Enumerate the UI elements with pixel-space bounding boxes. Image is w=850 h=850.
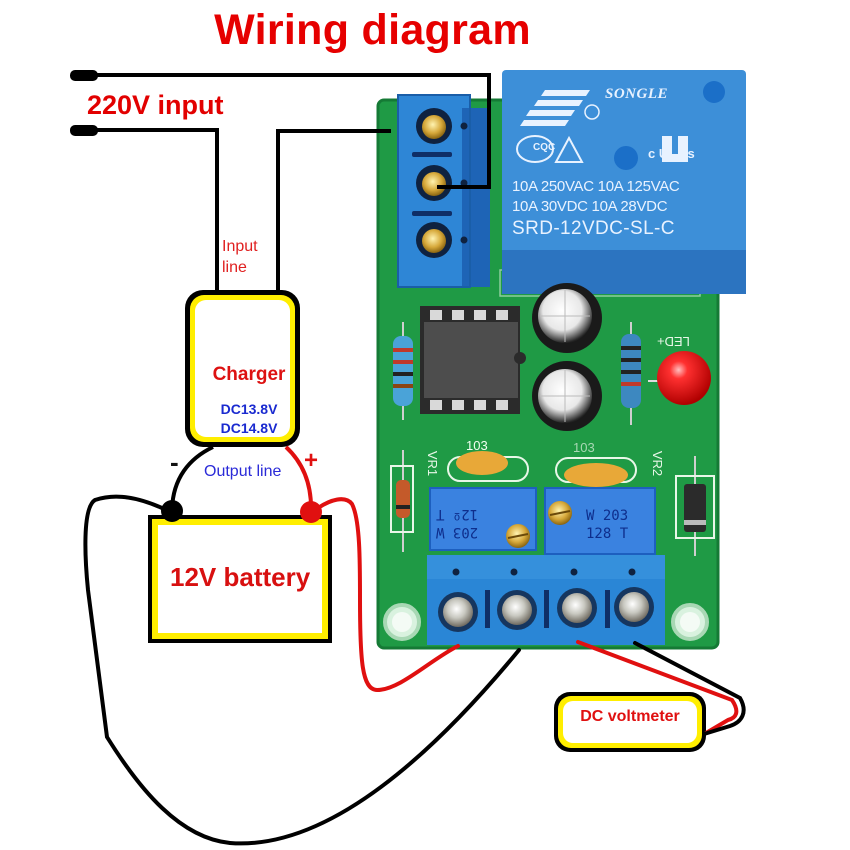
terminal-screw[interactable] bbox=[557, 588, 597, 628]
terminal-screw[interactable] bbox=[416, 108, 452, 144]
ul-mark-icon bbox=[662, 136, 688, 162]
voltmeter-wires bbox=[576, 640, 746, 736]
diagram-title: Wiring diagram bbox=[214, 6, 531, 54]
ic-chip bbox=[420, 306, 526, 414]
terminal-screw[interactable] bbox=[416, 222, 452, 258]
input-terminal-block bbox=[397, 94, 490, 288]
vr1-text-1: 12º T bbox=[436, 506, 479, 522]
ac-input-wires bbox=[88, 73, 491, 290]
diode bbox=[675, 456, 715, 556]
songle-logo-icon bbox=[520, 90, 600, 126]
charger-voltage-1: DC13.8V bbox=[220, 401, 278, 417]
battery-negative-terminal bbox=[161, 500, 183, 522]
terminal-screw[interactable] bbox=[614, 587, 654, 627]
charger-label: Charger bbox=[212, 364, 286, 385]
relay-hole bbox=[703, 81, 725, 103]
ac-wire-bottom bbox=[88, 128, 219, 290]
terminal-screw[interactable] bbox=[438, 592, 478, 632]
resistor bbox=[393, 322, 413, 420]
input-line-label: Input line bbox=[222, 236, 258, 278]
relay-brand: SONGLE bbox=[605, 86, 669, 102]
ac-plug-icon bbox=[70, 70, 98, 136]
warning-triangle-icon bbox=[554, 135, 584, 163]
ceramic-capacitor bbox=[555, 457, 637, 487]
battery-negative-to-board-wire bbox=[83, 494, 521, 846]
cqc-mark-icon bbox=[516, 135, 554, 163]
potentiometer-vr1[interactable] bbox=[429, 487, 537, 551]
battery-to-board-wires bbox=[83, 494, 521, 846]
mounting-hole bbox=[671, 603, 709, 641]
charger-input-wire bbox=[276, 129, 391, 290]
ac-input-label: 220V input bbox=[87, 90, 224, 120]
vr2-text-1: W 203 bbox=[586, 508, 629, 524]
silk-vr1-label: VR1 bbox=[425, 450, 441, 477]
input-line-label-line2: line bbox=[222, 259, 247, 276]
vr1-text-2: 203 W bbox=[436, 524, 479, 540]
terminal-screw[interactable] bbox=[497, 590, 537, 630]
output-terminal-block bbox=[427, 555, 665, 645]
silk-vr2-label: VR2 bbox=[650, 450, 666, 477]
negative-sign: - bbox=[170, 447, 179, 477]
voltmeter-label: DC voltmeter bbox=[580, 708, 680, 725]
output-line-label: Output line bbox=[204, 463, 282, 480]
silk-103-label: 103 bbox=[466, 438, 488, 453]
vr2-text-2: 128 T bbox=[586, 526, 629, 542]
capacitor bbox=[532, 283, 602, 353]
relay-ul-text: c UL us bbox=[648, 146, 695, 161]
diode bbox=[390, 450, 414, 552]
resistor bbox=[621, 322, 641, 425]
relay-cqc-text: CQC bbox=[533, 142, 556, 153]
relay-hole bbox=[614, 146, 638, 170]
charger-voltage-2: DC14.8V bbox=[220, 420, 278, 436]
silk-103-label: 103 bbox=[573, 440, 595, 455]
relay-model: SRD-12VDC-SL-C bbox=[512, 218, 675, 239]
positive-sign: + bbox=[304, 447, 319, 474]
relay-rating-2: 10A 30VDC 10A 28VDC bbox=[512, 198, 668, 215]
charger-box bbox=[185, 290, 300, 447]
battery-box bbox=[148, 515, 332, 643]
led bbox=[648, 351, 711, 405]
ac-wire-top bbox=[88, 73, 491, 189]
voltmeter-box bbox=[554, 692, 706, 752]
capacitor bbox=[532, 361, 602, 431]
relay bbox=[502, 70, 746, 294]
terminal-screw[interactable] bbox=[416, 165, 452, 201]
relay-rating-1: 10A 250VAC 10A 125VAC bbox=[512, 178, 680, 195]
potentiometer-vr2[interactable] bbox=[544, 487, 656, 555]
voltmeter-positive-wire bbox=[576, 640, 739, 735]
battery-positive-to-board-wire bbox=[316, 497, 460, 693]
battery-positive-terminal bbox=[300, 501, 322, 523]
voltmeter-negative-wire bbox=[633, 641, 746, 736]
silk-led-label: LED+ bbox=[657, 334, 690, 349]
ceramic-capacitor bbox=[447, 451, 529, 482]
input-line-label-line1: Input bbox=[222, 238, 258, 255]
mounting-hole bbox=[383, 603, 421, 641]
battery-label: 12V battery bbox=[170, 562, 311, 592]
